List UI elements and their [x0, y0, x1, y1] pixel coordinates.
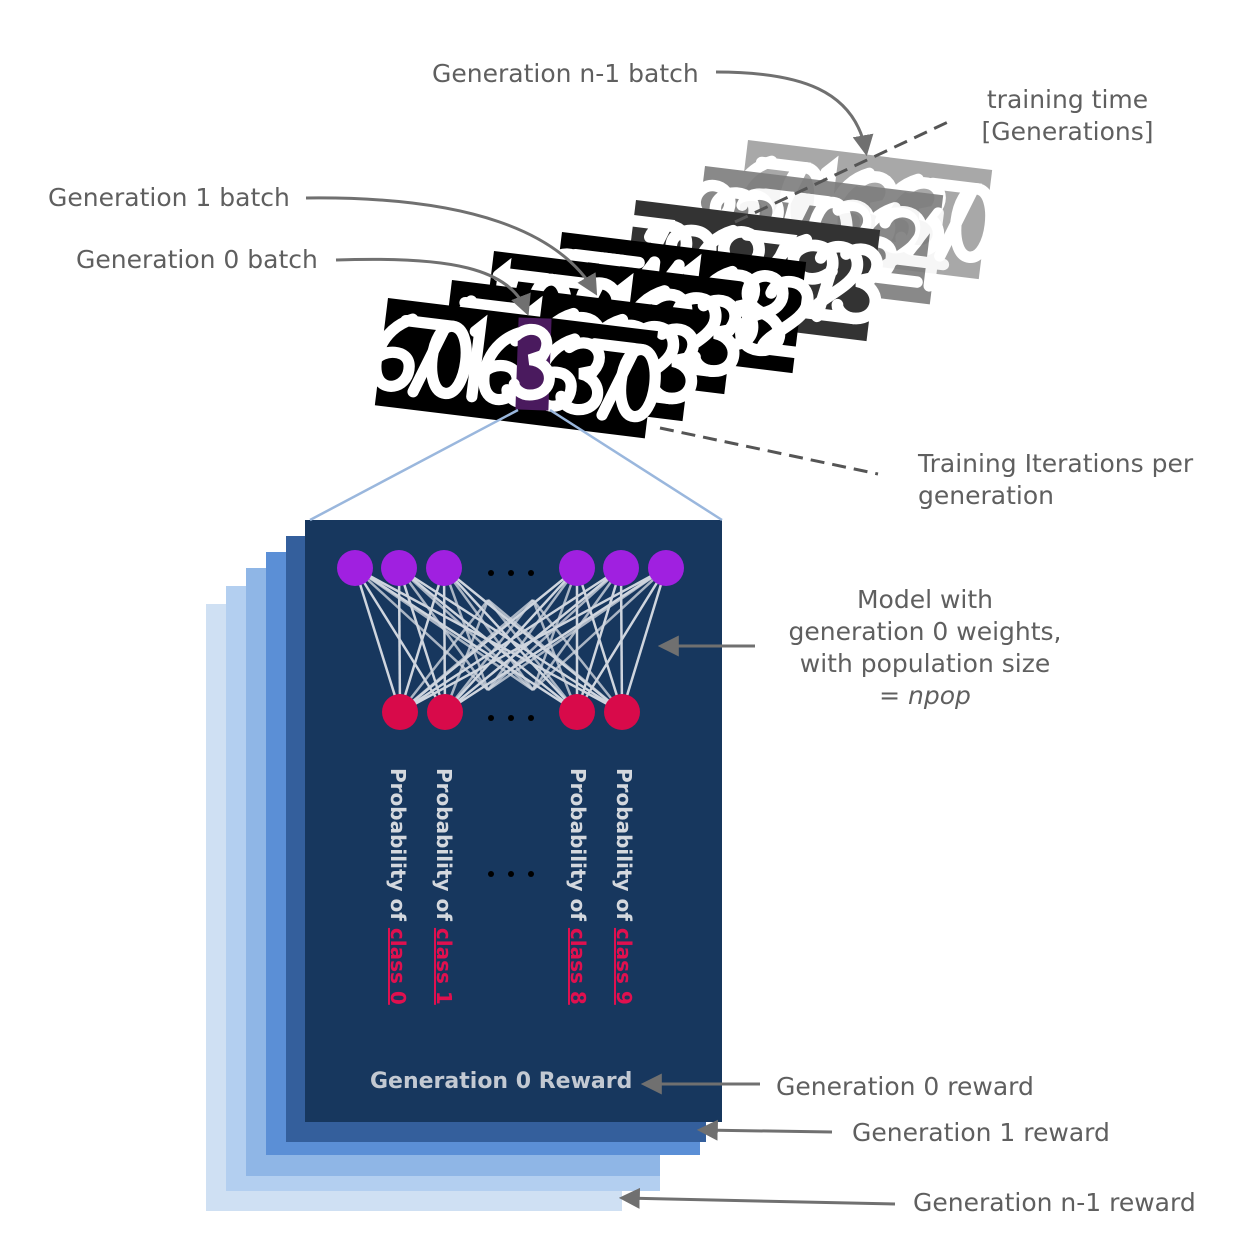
digit-6	[478, 326, 527, 406]
model-line3: with population size	[799, 649, 1051, 678]
weight-edge	[397, 567, 490, 691]
output-label-class-1: Probability of class 1	[432, 768, 456, 1005]
output-ellipsis	[508, 715, 514, 721]
gen-0-batch-label: Generation 0 batch	[76, 245, 318, 274]
input-node-5	[648, 550, 684, 586]
class-name: class 1	[432, 927, 456, 1005]
output-label-class-0: Probability of class 0	[386, 768, 410, 1005]
output-node-1	[427, 694, 463, 730]
label-ellipsis	[508, 871, 514, 877]
output-label-class-9: Probability of class 9	[612, 768, 636, 1005]
input-node-0	[337, 550, 373, 586]
weight-edge	[487, 599, 623, 713]
digit-0	[615, 343, 661, 423]
label-ellipsis	[528, 871, 534, 877]
weight-edge	[354, 567, 489, 691]
gen-n1-batch-label: Generation n-1 batch	[432, 59, 699, 88]
weight-edge	[487, 567, 622, 691]
gen-1-reward-label: Generation 1 reward	[852, 1118, 1110, 1147]
reward-title: Generation 0 Reward	[370, 1069, 633, 1094]
model-line2: generation 0 weights,	[788, 617, 1062, 646]
training-time-label: training time [Generations]	[960, 84, 1175, 148]
digit-1	[466, 314, 488, 403]
connector-left	[309, 408, 519, 522]
weight-edge	[398, 566, 623, 714]
batch-strip-0	[370, 298, 661, 439]
output-node-2	[559, 694, 595, 730]
weight-edge	[353, 567, 447, 713]
iterations-line2: generation	[918, 481, 1054, 510]
iterations-label: Training Iterations per generation	[918, 448, 1193, 512]
input-ellipsis	[488, 570, 494, 576]
model-description: Model with generation 0 weights, with po…	[775, 584, 1075, 712]
weight-edge	[353, 567, 402, 713]
arrow-gen-n1-batch	[715, 70, 874, 157]
highlighted-digit	[508, 323, 555, 401]
weight-edge	[487, 599, 578, 713]
digit-2	[755, 275, 814, 360]
input-node-3	[559, 550, 595, 586]
output-node-3	[604, 694, 640, 730]
output-ellipsis	[528, 715, 534, 721]
weight-edge	[487, 566, 667, 692]
prob-prefix: Probability of	[432, 768, 456, 928]
prob-prefix: Probability of	[612, 768, 636, 928]
weight-edge	[532, 567, 667, 691]
digit-3	[831, 243, 883, 325]
digit-6	[370, 313, 419, 392]
weight-edge	[354, 566, 623, 714]
weight-edge	[442, 567, 490, 691]
weight-edge	[619, 567, 624, 713]
iterations-line1: Training Iterations per	[918, 449, 1194, 478]
class-name: class 0	[386, 927, 410, 1005]
class-name: class 8	[566, 927, 590, 1005]
class-name: class 9	[612, 927, 636, 1005]
model-line4: = npop	[879, 681, 971, 710]
weight-edge	[620, 567, 668, 713]
model-line1: Model with	[856, 585, 994, 614]
weight-edge	[397, 567, 447, 713]
training-time-line2: [Generations]	[981, 117, 1154, 146]
label-ellipsis	[488, 871, 494, 877]
gen-0-reward-label: Generation 0 reward	[776, 1072, 1034, 1101]
input-node-1	[381, 550, 417, 586]
arrow-gen-0-batch	[335, 257, 531, 316]
digit-3	[688, 294, 742, 377]
training-time-axis	[734, 120, 949, 224]
training-time-line1: training time	[986, 85, 1149, 114]
weight-edge	[532, 599, 623, 713]
output-node-0	[382, 694, 418, 730]
input-ellipsis	[508, 570, 514, 576]
arrow-gen-1-batch	[305, 196, 598, 296]
digit-4	[891, 207, 950, 292]
weight-edge	[575, 567, 624, 713]
output-ellipsis	[488, 715, 494, 721]
digit-0	[426, 320, 472, 399]
arrow-gen-n1-reward	[618, 1187, 896, 1209]
digit-0	[950, 183, 997, 263]
input-node-2	[426, 550, 462, 586]
prob-prefix: Probability of	[386, 768, 410, 928]
connector-right	[549, 408, 723, 522]
gen-n1-reward-label: Generation n-1 reward	[913, 1188, 1196, 1217]
weight-edge	[486, 567, 579, 691]
prob-prefix: Probability of	[566, 768, 590, 928]
weight-edge	[442, 567, 447, 713]
output-label-class-8: Probability of class 8	[566, 768, 590, 1005]
iterations-axis	[659, 426, 879, 476]
digit-2	[805, 240, 864, 325]
input-node-4	[603, 550, 639, 586]
gen-1-batch-label: Generation 1 batch	[48, 183, 290, 212]
input-ellipsis	[528, 570, 534, 576]
arrow-gen-1-reward	[696, 1119, 833, 1141]
